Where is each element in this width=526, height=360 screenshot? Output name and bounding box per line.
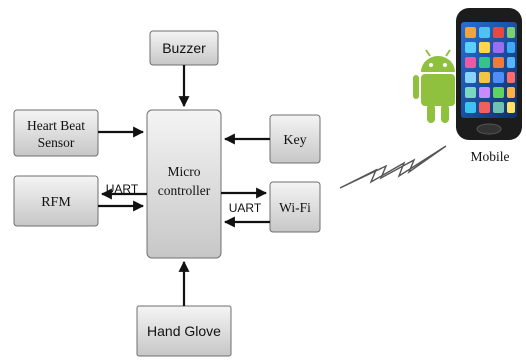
uart-label-right: UART — [229, 201, 262, 215]
smartphone-icon — [456, 8, 522, 140]
mobile-label: Mobile — [471, 149, 510, 164]
heart-beat-label-line1: Heart Beat — [27, 118, 85, 133]
rfm-node: RFM — [13, 175, 99, 227]
heart-beat-label-line2: Sensor — [38, 135, 75, 150]
micro-label-line2: controller — [158, 183, 211, 198]
rfm-label: RFM — [41, 195, 71, 210]
key-node: Key — [269, 114, 321, 164]
uart-label-left: UART — [106, 182, 139, 196]
buzzer-label: Buzzer — [162, 40, 206, 56]
lightning-bolt-icon — [339, 145, 447, 189]
microcontroller-node: Micro controller — [146, 109, 222, 259]
wifi-node: Wi-Fi — [269, 181, 321, 233]
micro-label-line1: Micro — [168, 164, 201, 179]
hand-glove-label: Hand Glove — [147, 323, 221, 339]
wifi-label: Wi-Fi — [279, 200, 311, 215]
hand-glove-node: Hand Glove — [136, 305, 232, 357]
android-robot-icon — [413, 49, 463, 123]
heart-beat-sensor-node: Heart Beat Sensor — [13, 109, 99, 157]
key-label: Key — [283, 133, 306, 148]
buzzer-node: Buzzer — [149, 30, 219, 66]
